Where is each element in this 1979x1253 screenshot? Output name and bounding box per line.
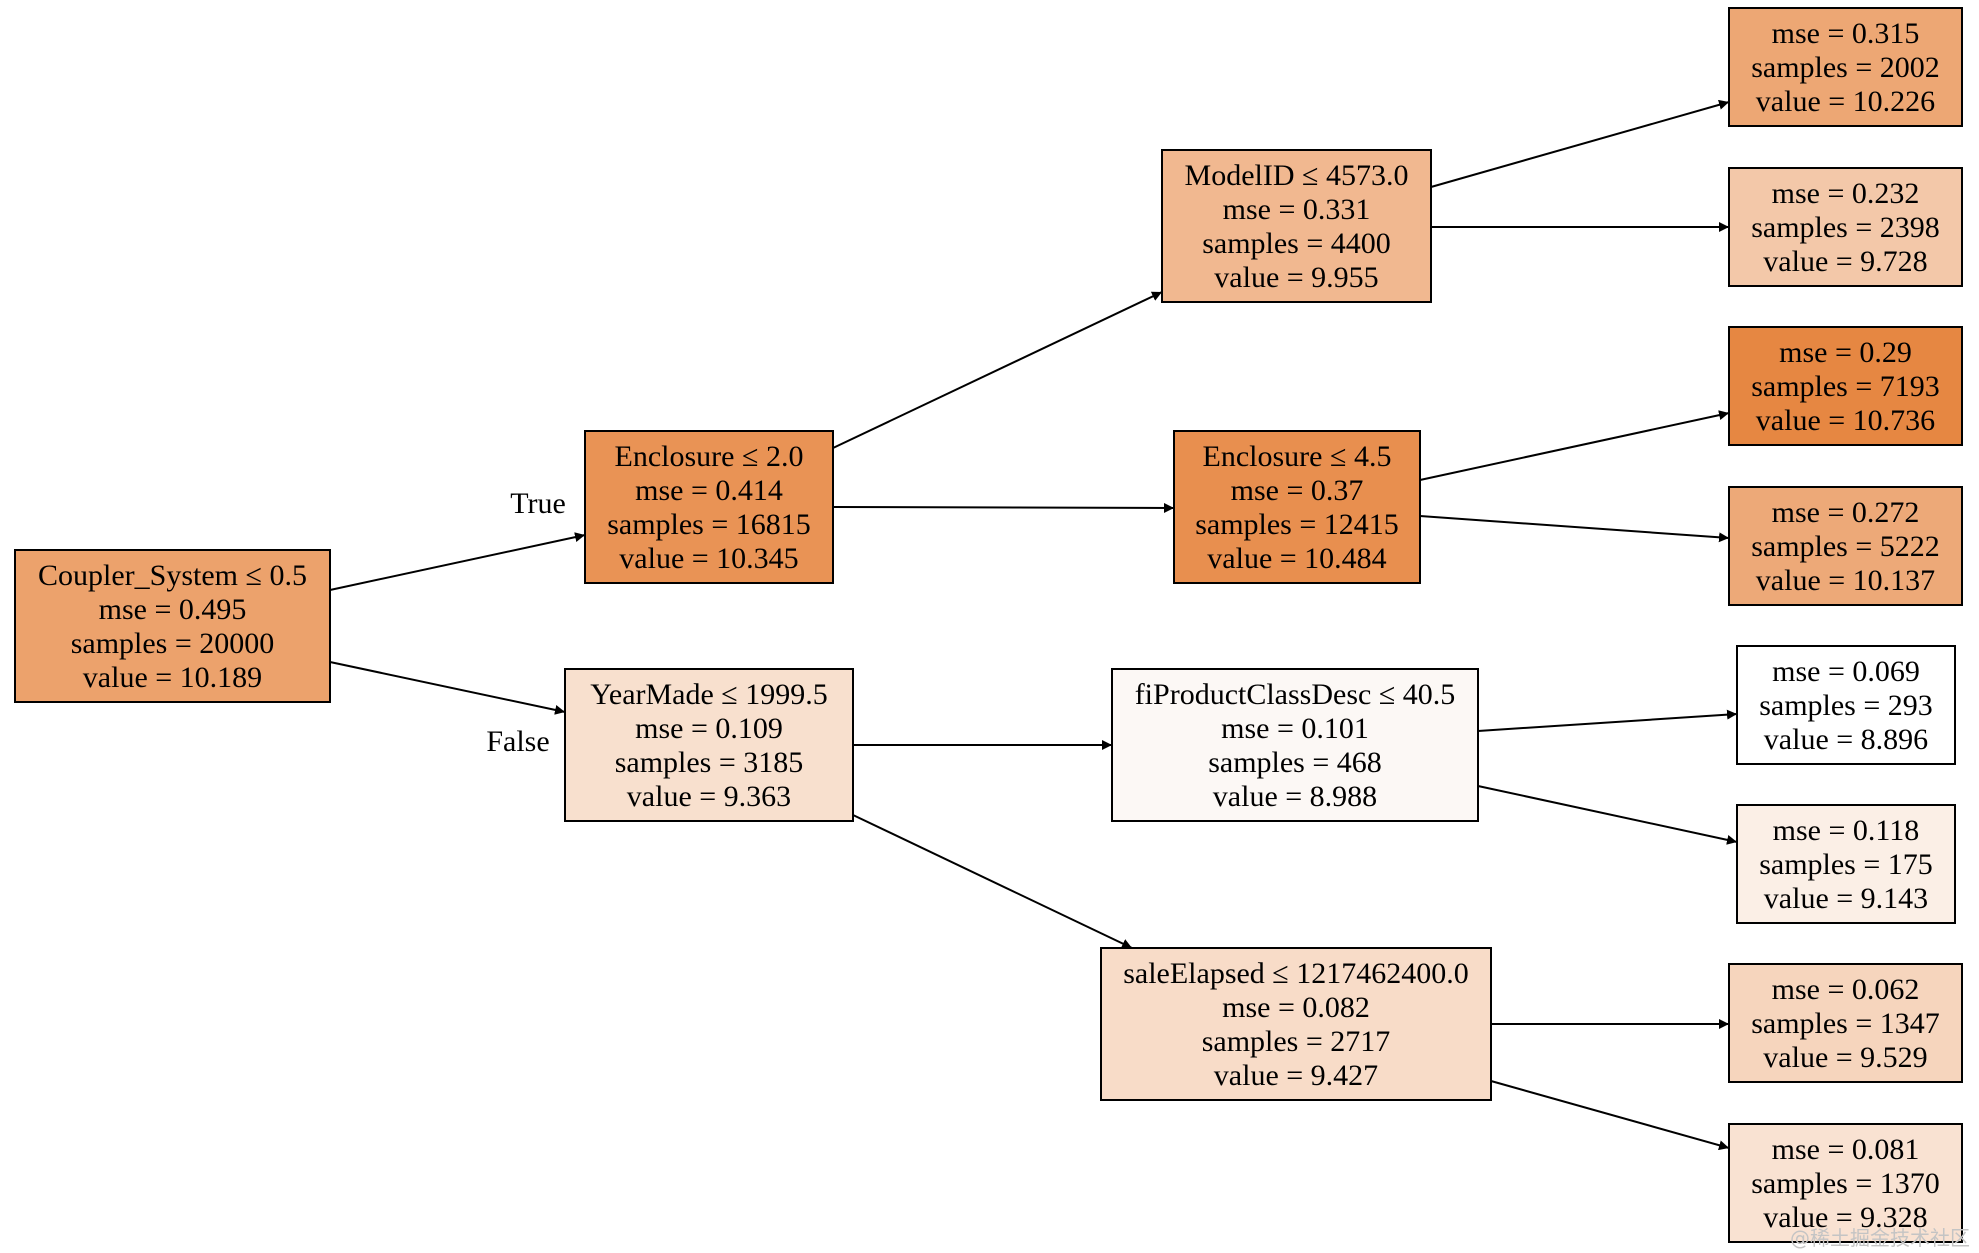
node-line: samples = 1347 [1751, 1007, 1940, 1040]
node-line: fiProductClassDesc ≤ 40.5 [1135, 678, 1456, 711]
node-line: samples = 2717 [1202, 1025, 1391, 1058]
node-box [1111, 668, 1479, 822]
node-box [1728, 7, 1963, 127]
node-line: value = 10.345 [619, 542, 798, 575]
edge-year-to-sale [852, 814, 1133, 949]
node-line: samples = 2398 [1751, 211, 1940, 244]
node-line: YearMade ≤ 1999.5 [590, 678, 828, 711]
node-line: value = 9.955 [1214, 261, 1378, 294]
edge-fipc-to-l6 [1477, 785, 1738, 845]
node-line: samples = 20000 [71, 627, 275, 660]
node-box [1736, 804, 1956, 924]
node-box [14, 549, 331, 703]
node-line: value = 9.427 [1214, 1059, 1378, 1092]
node-line: mse = 0.118 [1773, 814, 1920, 847]
edge-model-to-l1 [1430, 99, 1730, 188]
node-line: mse = 0.495 [99, 593, 247, 626]
node-line: samples = 16815 [607, 508, 811, 541]
edge-root-to-enc1 [329, 532, 586, 591]
edge-label-false: False [486, 725, 549, 758]
node-line: samples = 4400 [1202, 227, 1391, 260]
node-line: mse = 0.315 [1772, 17, 1920, 50]
node-line: mse = 0.331 [1223, 193, 1371, 226]
edge-sale-to-l8 [1490, 1080, 1730, 1151]
node-line: samples = 7193 [1751, 370, 1940, 403]
node-box [1100, 947, 1492, 1101]
node-line: ModelID ≤ 4573.0 [1185, 159, 1409, 192]
edge-fipc-to-l5 [1477, 709, 1738, 732]
node-line: value = 10.484 [1207, 542, 1386, 575]
node-box [1736, 645, 1956, 765]
node-box [1161, 149, 1432, 303]
node-line: Enclosure ≤ 4.5 [1203, 440, 1392, 473]
node-line: value = 9.328 [1763, 1201, 1927, 1234]
node-line: saleElapsed ≤ 1217462400.0 [1123, 957, 1469, 990]
node-line: samples = 2002 [1751, 51, 1940, 84]
node-box [1728, 963, 1963, 1083]
node-line: mse = 0.109 [635, 712, 783, 745]
edge-enc2-to-l3 [1419, 410, 1730, 481]
node-line: value = 10.189 [83, 661, 262, 694]
edge-enc1-to-model [832, 291, 1163, 449]
node-line: mse = 0.29 [1779, 336, 1912, 369]
node-line: value = 10.736 [1756, 404, 1935, 437]
node-line: Coupler_System ≤ 0.5 [38, 559, 307, 592]
edge-root-to-year [329, 661, 566, 715]
node-line: samples = 468 [1208, 746, 1382, 779]
node-line: mse = 0.062 [1772, 973, 1920, 1006]
node-line: samples = 175 [1759, 848, 1933, 881]
node-box [1728, 1123, 1963, 1243]
node-line: value = 8.896 [1764, 723, 1928, 756]
node-line: mse = 0.232 [1772, 177, 1920, 210]
edge-enc2-to-l4 [1419, 515, 1730, 543]
node-line: mse = 0.081 [1772, 1133, 1920, 1166]
node-box [1728, 326, 1963, 446]
node-line: samples = 12415 [1195, 508, 1399, 541]
edge-enc1-to-enc2 [832, 502, 1175, 513]
node-box [564, 668, 854, 822]
edge-label-true: True [510, 487, 566, 520]
node-line: value = 8.988 [1213, 780, 1377, 813]
node-line: value = 9.529 [1763, 1041, 1927, 1074]
node-line: mse = 0.082 [1222, 991, 1370, 1024]
node-line: mse = 0.414 [635, 474, 783, 507]
node-line: mse = 0.069 [1772, 655, 1920, 688]
node-line: mse = 0.101 [1221, 712, 1369, 745]
node-line: samples = 1370 [1751, 1167, 1940, 1200]
node-box [1173, 430, 1421, 584]
node-line: value = 9.728 [1763, 245, 1927, 278]
node-line: mse = 0.272 [1772, 496, 1920, 529]
node-line: value = 9.363 [627, 780, 791, 813]
node-line: samples = 5222 [1751, 530, 1940, 563]
node-line: value = 10.137 [1756, 564, 1935, 597]
node-line: value = 10.226 [1756, 85, 1935, 118]
node-line: Enclosure ≤ 2.0 [615, 440, 804, 473]
node-line: samples = 293 [1759, 689, 1933, 722]
node-line: samples = 3185 [615, 746, 804, 779]
watermark-text: @稀土掘金技术社区 [1790, 1226, 1970, 1250]
node-box [1728, 167, 1963, 287]
node-line: mse = 0.37 [1231, 474, 1364, 507]
node-box [1728, 486, 1963, 606]
node-line: value = 9.143 [1764, 882, 1928, 915]
node-box [584, 430, 834, 584]
